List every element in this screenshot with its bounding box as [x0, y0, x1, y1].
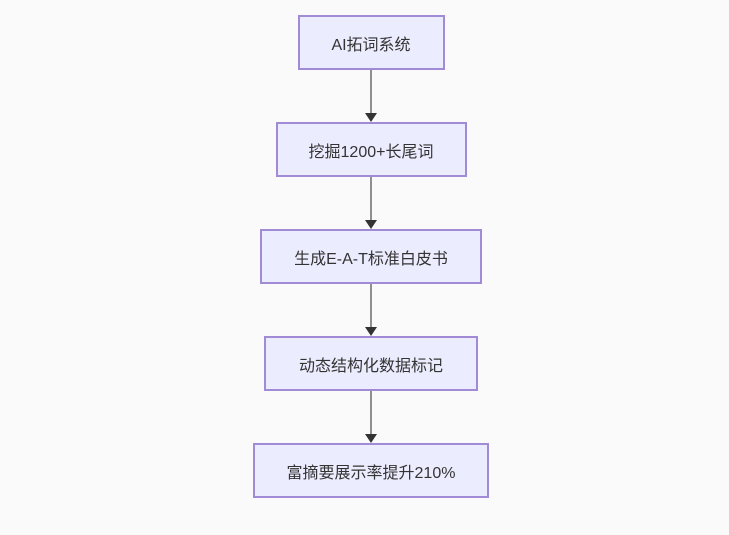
flow-node-eat-whitepaper: 生成E-A-T标准白皮书 — [260, 229, 482, 284]
flow-node-label: AI拓词系统 — [331, 36, 411, 54]
flow-node-structured-data: 动态结构化数据标记 — [264, 336, 478, 391]
arrow-down-icon — [365, 113, 377, 122]
arrow-line — [370, 177, 372, 220]
arrow-down-icon — [365, 327, 377, 336]
arrow-line — [370, 284, 372, 327]
arrow-connector — [365, 70, 377, 122]
arrow-connector — [365, 284, 377, 336]
flow-node-label: 富摘要展示率提升210% — [286, 464, 456, 482]
flow-node-longtail-keywords: 挖掘1200+长尾词 — [275, 122, 467, 177]
arrow-connector — [365, 177, 377, 229]
flow-node-rich-snippet-result: 富摘要展示率提升210% — [253, 443, 489, 498]
arrow-line — [370, 70, 372, 113]
flow-node-label: 生成E-A-T标准白皮书 — [294, 250, 448, 268]
flowchart: AI拓词系统 挖掘1200+长尾词 生成E-A-T标准白皮书 动态结构化数据标记… — [253, 15, 489, 498]
flow-node-label: 挖掘1200+长尾词 — [308, 143, 434, 161]
flow-node-ai-word-system: AI拓词系统 — [297, 15, 445, 70]
arrow-connector — [365, 391, 377, 443]
arrow-line — [370, 391, 372, 434]
flow-node-label: 动态结构化数据标记 — [298, 357, 443, 375]
arrow-down-icon — [365, 220, 377, 229]
arrow-down-icon — [365, 434, 377, 443]
